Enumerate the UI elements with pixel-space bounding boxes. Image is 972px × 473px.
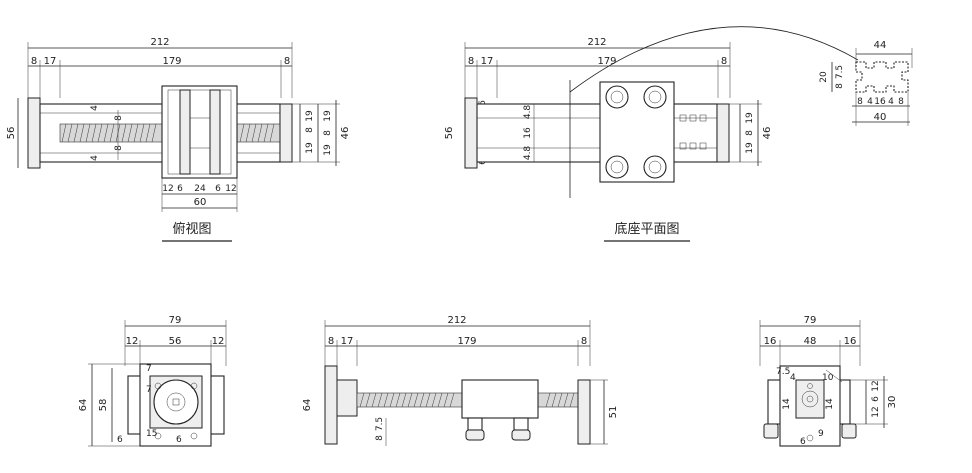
base-dim-small-a: 6	[478, 100, 488, 106]
section-dim-bot-total: 40	[874, 112, 887, 123]
dim-bot-total: 60	[194, 197, 207, 208]
base-plan-title: 底座平面图	[614, 221, 679, 237]
section-dim-left-a: 20	[819, 71, 829, 83]
base-dim-left-gap: 17	[481, 56, 494, 67]
dim-bot-e: 12	[225, 184, 236, 194]
section-dim-left-b: 7.5	[835, 65, 845, 79]
side-dim-mid: 179	[457, 336, 476, 347]
top-view-title: 俯视图	[172, 221, 211, 237]
section-profile: 44 20 7.5 8 8 4 16 4 8 40	[819, 40, 913, 126]
base-dim-right-a: 19	[745, 112, 755, 124]
section-dim-bot-b: 4	[867, 97, 873, 107]
re-dim-left: 16	[764, 336, 777, 347]
dim-overall: 212	[150, 37, 169, 48]
section-dim-bot-a: 8	[857, 97, 863, 107]
base-dim-mid-a: 4.8	[523, 105, 533, 120]
base-dim-mid-c: 4.8	[523, 146, 533, 161]
le-dim-mid: 56	[169, 336, 182, 347]
top-view: 212 8 17 179 8 56 20	[6, 37, 351, 242]
le-label-e: 6	[176, 435, 182, 445]
dim-right-d: 19	[323, 110, 333, 122]
le-dim-inner: 58	[98, 399, 109, 412]
base-dim-right-b: 8	[745, 130, 755, 136]
base-dim-overall: 212	[587, 37, 606, 48]
dim-block-d: 4	[90, 155, 100, 161]
le-dim-left: 12	[126, 336, 139, 347]
re-dim-r-a: 12	[871, 380, 881, 391]
left-end-view: 79 12 56 12 64 58 7 7 15 6 6	[78, 315, 227, 447]
le-label-c: 15	[146, 429, 157, 439]
re-label-e: 10	[822, 373, 834, 383]
side-dim-height-left: 64	[302, 399, 313, 412]
re-dim-right: 16	[844, 336, 857, 347]
dim-left-gap: 17	[44, 56, 57, 67]
base-dim-mid-b: 16	[523, 127, 533, 139]
base-dim-left-end: 8	[468, 56, 474, 67]
le-dim-right: 12	[212, 336, 225, 347]
le-dim-width: 79	[169, 315, 182, 326]
re-label-d: 14	[825, 398, 835, 410]
dim-right-end: 8	[284, 56, 290, 67]
dim-right-total: 46	[340, 127, 351, 140]
re-label-c: 14	[782, 398, 792, 410]
side-dim-overall: 212	[447, 315, 466, 326]
base-dim-height-left: 56	[444, 127, 455, 140]
dim-block-c: 8	[114, 145, 124, 151]
re-dim-r-c: 12	[871, 406, 881, 417]
base-dim-right-total: 46	[762, 127, 773, 140]
dim-bot-b: 6	[177, 184, 183, 194]
re-label-a: 7.5	[776, 367, 790, 377]
dim-bot-c: 24	[194, 184, 206, 194]
right-end-view: 79 16 48 16 7.5 4 14 14 10 6 9 12 6 12 3…	[759, 315, 898, 447]
side-dim-left-end: 8	[328, 336, 334, 347]
section-dim-bot-c: 16	[874, 97, 886, 107]
side-dim-small-a: 7.5	[375, 417, 385, 431]
base-plan-view: 212 8 17 179 8 56 6 6	[444, 26, 859, 242]
dim-block-b: 8	[114, 115, 124, 121]
side-dim-height-right: 51	[608, 406, 619, 419]
base-dim-mid: 179	[597, 56, 616, 67]
dim-left-end: 8	[31, 56, 37, 67]
base-dim-right-end: 8	[721, 56, 727, 67]
le-label-a: 7	[146, 364, 152, 374]
re-label-g: 9	[818, 429, 824, 439]
re-dim-width: 79	[804, 315, 817, 326]
dim-mid: 179	[162, 56, 181, 67]
dim-right-a: 19	[305, 110, 315, 122]
re-dim-r-d: 30	[887, 396, 898, 409]
dim-height-left: 56	[6, 127, 17, 140]
side-dim-small-b: 8	[375, 435, 385, 441]
section-dim-bot-e: 8	[898, 97, 904, 107]
re-label-b: 4	[790, 373, 796, 383]
dim-right-f: 19	[323, 144, 333, 156]
dim-bot-d: 6	[215, 184, 221, 194]
side-view: 212 8 17 179 8 64	[302, 315, 619, 446]
re-dim-mid: 48	[804, 336, 817, 347]
dim-block-a: 4	[90, 105, 100, 111]
le-dim-height: 64	[78, 399, 89, 412]
side-dim-right-end: 8	[581, 336, 587, 347]
section-dim-width: 44	[874, 40, 887, 51]
base-dim-right-c: 19	[745, 142, 755, 154]
section-dim-bot-d: 4	[888, 97, 894, 107]
re-label-f: 6	[800, 437, 806, 447]
dim-right-c: 19	[305, 142, 315, 154]
re-dim-r-b: 6	[871, 396, 881, 402]
dim-bot-a: 12	[162, 184, 173, 194]
le-label-b: 7	[146, 385, 152, 395]
dim-right-e: 8	[323, 130, 333, 136]
section-dim-left-c: 8	[835, 83, 845, 89]
le-label-d: 6	[117, 435, 123, 445]
side-dim-left-gap: 17	[341, 336, 354, 347]
dim-right-b: 8	[305, 127, 315, 133]
